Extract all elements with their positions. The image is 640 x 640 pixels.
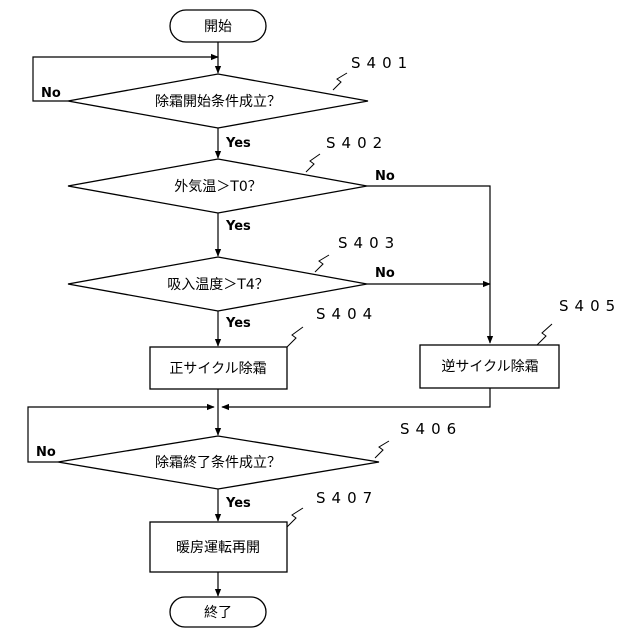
s402-step-label: S402 [326,134,388,152]
s401-decision: 除霜開始条件成立？ [68,74,368,128]
s406-no-label: No [36,445,56,460]
s403-step-label: S403 [338,234,400,252]
s403-no-label: No [375,266,395,281]
s406-yes-label: Yes [225,496,251,511]
s405-process: 逆サイクル除霜 [420,345,559,388]
s401-step-label: S401 [351,54,413,72]
start-label: 開始 [204,19,232,35]
s407-label: 暖房運転再開 [176,540,260,556]
end-label: 終了 [204,605,232,621]
s402-leader [306,154,320,172]
s406-step-label: S406 [400,420,462,438]
s403-yes-label: Yes [225,316,251,331]
s407-process: 暖房運転再開 [150,522,287,572]
s405-step-label: S405 [559,297,621,315]
edge-s405-merge [222,388,490,407]
s407-leader [287,508,303,527]
start-node: 開始 [170,10,266,42]
connectors [28,42,490,596]
s402-label: 外気温＞T0？ [174,179,261,195]
s406-label: 除霜終了条件成立？ [155,454,281,471]
s403-label: 吸入温度＞T4？ [167,277,268,293]
s401-leader [333,73,347,90]
end-node: 終了 [170,597,266,627]
s404-leader [287,327,303,347]
s406-leader [375,441,389,458]
s405-label: 逆サイクル除霜 [441,359,538,375]
s401-yes-label: Yes [225,136,251,151]
s401-label: 除霜開始条件成立？ [155,93,281,110]
edge-s402-no [367,186,490,343]
s407-step-label: S407 [316,489,378,507]
s406-decision: 除霜終了条件成立？ [58,436,379,489]
s404-label: 正サイクル除霜 [169,361,266,377]
s402-no-label: No [375,169,395,184]
s404-step-label: S404 [316,305,378,323]
s402-decision: 外気温＞T0？ [68,159,367,213]
s403-leader [315,255,329,272]
s404-process: 正サイクル除霜 [150,347,287,389]
s402-yes-label: Yes [225,219,251,234]
s405-leader [537,324,552,345]
s401-no-label: No [41,86,61,101]
